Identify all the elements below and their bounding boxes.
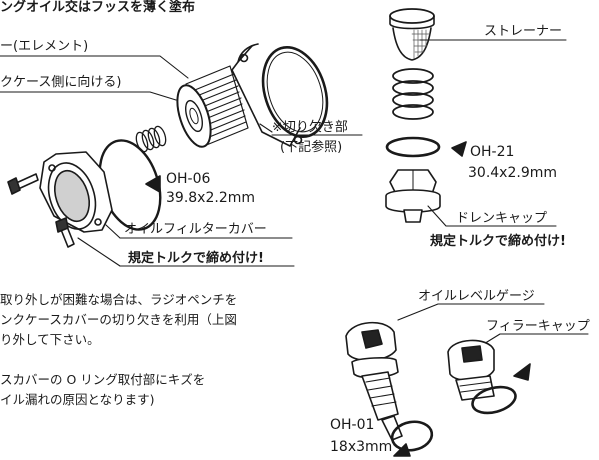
note-line: り外して下さい。 xyxy=(0,332,100,347)
filter-torque-note: 規定トルクで締め付け! xyxy=(128,251,264,266)
filler-cap xyxy=(447,339,517,415)
level-gauge xyxy=(345,321,434,452)
drain-cap xyxy=(385,169,441,223)
gauge-oring-code: OH-01 xyxy=(330,417,375,433)
caution-notes: 取り外しが困難な場合は、ラジオペンチを ンクケースカバーの切り欠きを利用（上図 … xyxy=(0,290,237,410)
level-gauge-leader xyxy=(397,303,545,321)
tank-side-label: クケース側に向ける) xyxy=(0,75,122,90)
filter-cover xyxy=(39,151,113,233)
filter-housing xyxy=(231,43,329,147)
drain-cap-label: ドレンキャップ xyxy=(456,211,548,226)
filter-cover-label: オイルフィルターカバー xyxy=(124,222,267,237)
note-line xyxy=(0,350,237,370)
notch-label: ※切り欠き部 xyxy=(272,120,348,135)
note-line: 取り外しが困難な場合は、ラジオペンチを xyxy=(0,292,238,307)
strainer-label: ストレーナー xyxy=(484,24,563,39)
drain-oring-size: 30.4x2.9mm xyxy=(468,165,557,181)
drain-torque-note: 規定トルクで締め付け! xyxy=(430,234,566,249)
filter-element-label: ー(エレメント) xyxy=(0,39,89,54)
gauge-oring-size: 18x3mm xyxy=(330,439,393,455)
filler-arrow xyxy=(513,363,531,381)
strainer xyxy=(389,8,449,61)
filter-oring-code: OH-06 xyxy=(166,171,211,187)
notch-reference: (下記参照) xyxy=(280,140,343,155)
note-line: ンクケースカバーの切り欠きを利用（上図 xyxy=(0,312,237,327)
drain-o-ring xyxy=(385,136,441,158)
oring-arrow-bottom xyxy=(393,443,411,457)
note-line: スカバーの O リング取付部にキズを xyxy=(0,372,206,387)
oring-arrow-left xyxy=(145,175,161,193)
cover-bolts xyxy=(7,173,75,248)
left-leader-lines xyxy=(0,55,363,267)
note-line: イル漏れの原因となります) xyxy=(0,392,155,407)
left-heading: ングオイル交はフッスを薄く塗布 xyxy=(0,0,196,15)
filter-spring xyxy=(135,125,167,153)
filter-element xyxy=(176,65,249,148)
drain-oring-code: OH-21 xyxy=(470,144,515,160)
filler-cap-label: フィラーキャップ xyxy=(486,319,590,334)
drain-spring xyxy=(392,68,434,120)
level-gauge-label: オイルレベルゲージ xyxy=(418,289,535,304)
oring-arrow-right-top xyxy=(451,141,467,157)
drain-cap-leader xyxy=(427,205,557,227)
filter-oring-size: 39.8x2.2mm xyxy=(166,190,255,206)
